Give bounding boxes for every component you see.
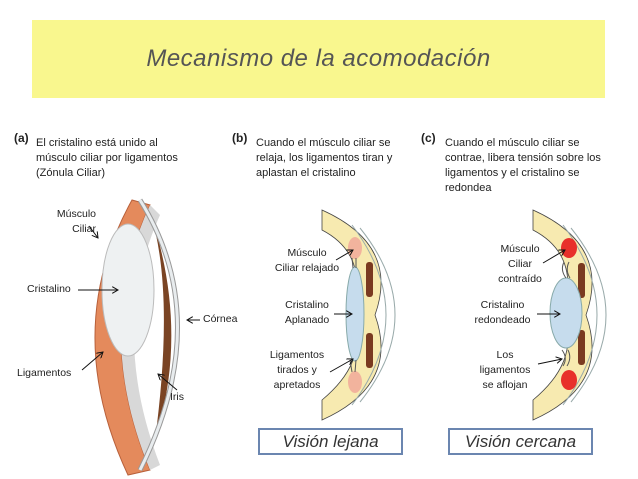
panel-c-tag: (c) [421,131,436,145]
label-ligaments: Ligamentos [17,367,72,379]
eye-diagram-c [532,209,607,421]
slide-title: Mecanismo de la acomodación [146,45,491,72]
label-ciliary-muscle: Músculo Ciliar [56,208,96,235]
title-banner: Mecanismo de la acomodación [32,20,605,98]
label-flattened-lens: Cristalino Aplanado [284,299,330,326]
label-cornea: Córnea [203,313,238,325]
caption-far-vision: Visión lejana [258,428,403,455]
panel-c-description: Cuando el músculo ciliar se contrae, lib… [445,137,601,194]
eye-cross-section-a [78,198,200,476]
label-iris: Iris [170,391,184,403]
label-contracted-muscle: Músculo Ciliar contraído [498,243,542,285]
label-relaxed-muscle: Músculo Ciliar relajado [274,247,340,274]
panel-a-tag: (a) [14,131,29,145]
panel-b-tag: (b) [232,131,248,145]
label-loose-ligaments: Los ligamentos se aflojan [479,349,531,391]
eye-diagram-b [321,209,396,421]
caption-near-vision: Visión cercana [448,428,593,455]
label-taut-ligaments: Ligamentos tirados y apretados [269,349,325,391]
label-lens: Cristalino [27,283,71,295]
panel-a-description: El cristalino está unido al músculo cili… [36,137,178,179]
panel-b-description: Cuando el músculo ciliar se relaja, los … [256,137,393,179]
label-rounded-lens: Cristalino redondeado [474,299,531,326]
